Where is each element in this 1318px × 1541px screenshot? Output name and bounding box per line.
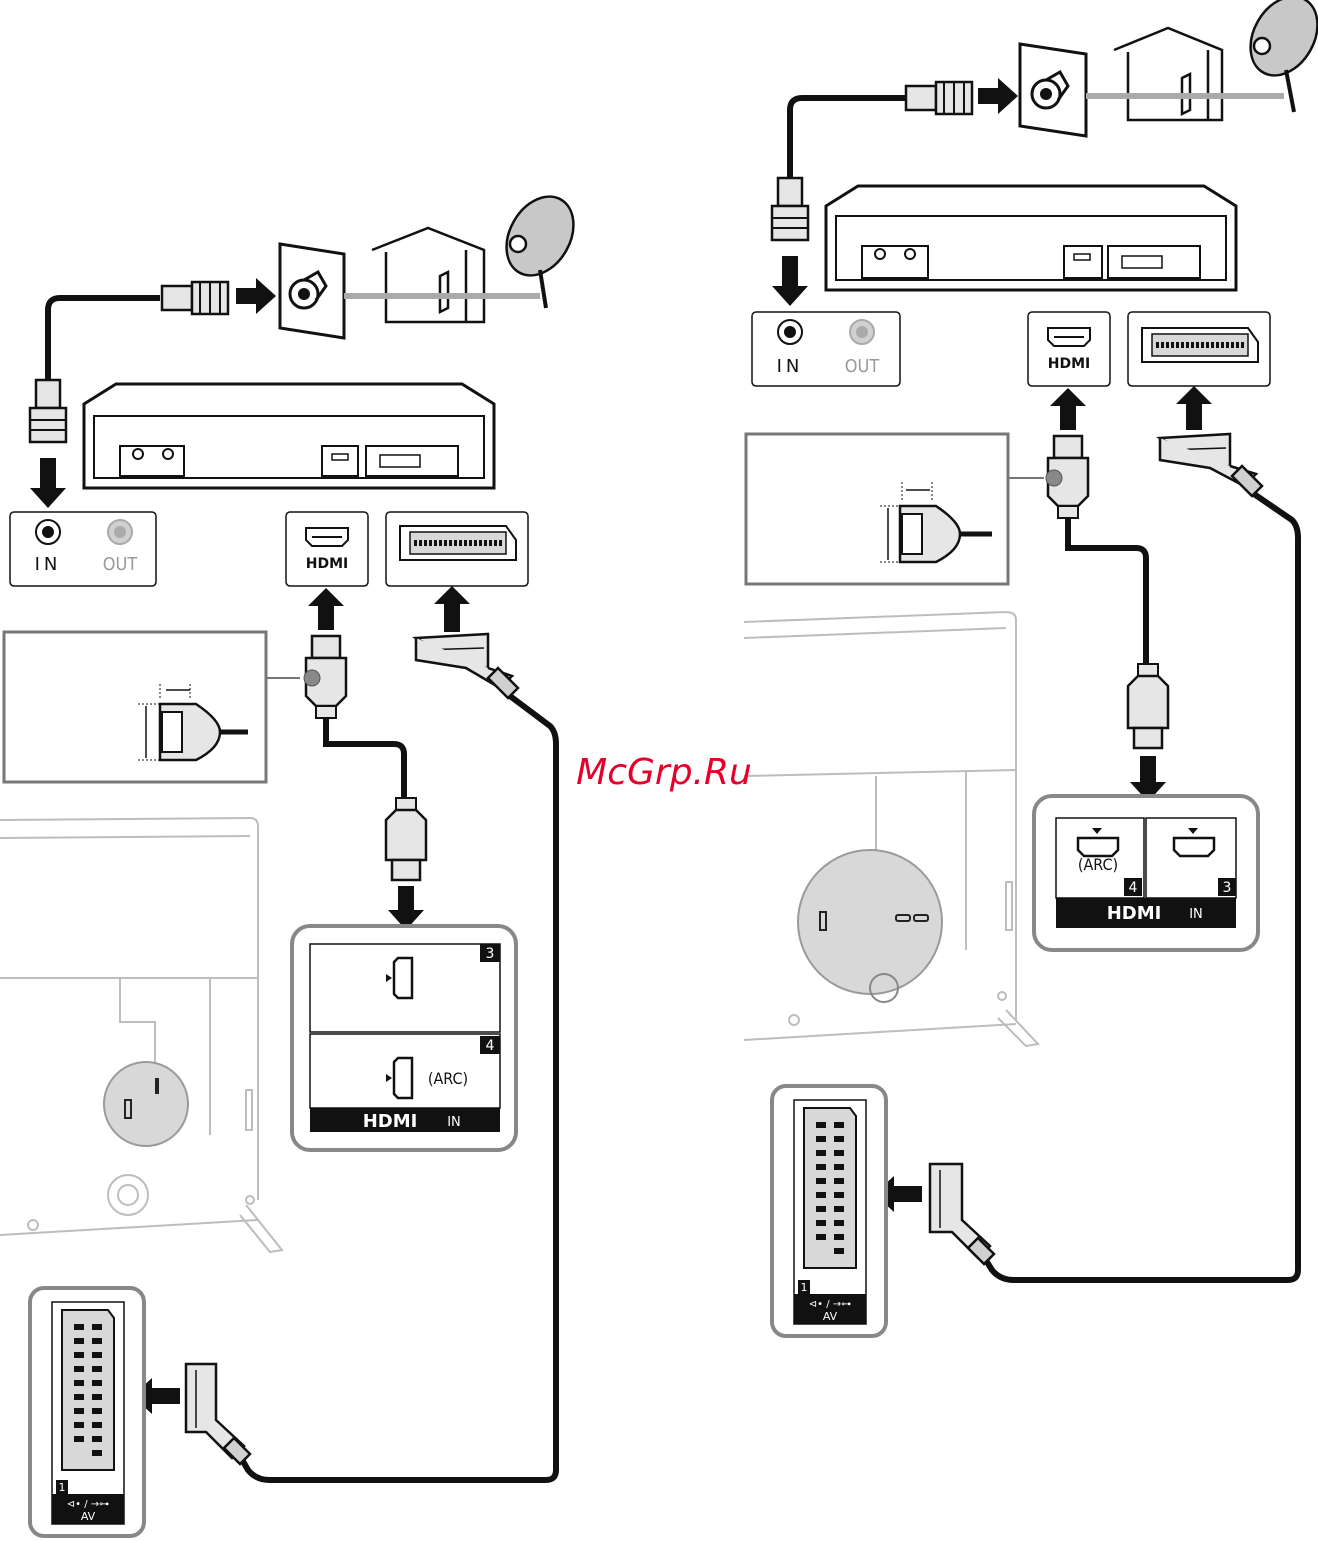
hdmi-plug-bottom-b: [1128, 664, 1168, 748]
set-top-box-b: [826, 186, 1236, 290]
watermark: McGrp.Ru: [576, 752, 752, 793]
tv-hdmi-port-3-num-a: 3: [486, 946, 495, 962]
hdmi-size-inset-b: [746, 434, 1008, 584]
box-hdmi-panel-b: HDMI: [1028, 312, 1110, 386]
coax-plug-horizontal-a: [162, 282, 228, 314]
arrow-up-scart-a: [434, 586, 470, 632]
arrow-down-b: [772, 256, 808, 306]
scart-num-b: 1: [801, 1281, 808, 1294]
coax-plug-vertical-b: [772, 178, 808, 240]
arrow-up-hdmi-b: [1050, 388, 1086, 430]
tv-scart-panel-a: 1 ⊲• / →⊶ AV: [30, 1288, 144, 1536]
tv-hdmi-port-4-num-b: 4: [1129, 880, 1138, 896]
scart-av-label-a: AV: [81, 1510, 96, 1523]
tv-hdmi-in-label-b: IN: [1189, 907, 1203, 922]
scart-icon-b: ⊲• / →⊶: [809, 1299, 851, 1310]
arrow-up-hdmi-a: [308, 588, 344, 630]
antenna-in-label-a: IN: [35, 554, 62, 575]
tv-hdmi-port-4-num-a: 4: [486, 1038, 495, 1054]
tv-hdmi-logo-b: HDMI: [1107, 903, 1162, 924]
tv-hdmi-panel-a: 3 4 (ARC) HDMI IN: [292, 926, 516, 1150]
scart-plug-bottom-a: [186, 1364, 250, 1464]
hdmi-size-inset-a: [4, 632, 266, 782]
arrow-down-hdmi-a: [388, 886, 424, 930]
coax-plug-vertical-a: [30, 380, 66, 442]
scart-num-a: 1: [59, 1481, 66, 1494]
box-scart-panel-a: [386, 512, 528, 586]
hdmi-plug-bottom-a: [386, 798, 426, 880]
arrow-down-a: [30, 458, 66, 508]
antenna-out-label-b: OUT: [845, 356, 880, 377]
scart-plug-top-a: [416, 634, 518, 698]
tv-hdmi-arc-label-a: (ARC): [428, 1069, 468, 1088]
hdmi-logo-a: HDMI: [306, 556, 348, 572]
tv-back-a: [0, 818, 282, 1252]
arrow-right-b: [978, 78, 1018, 114]
arrow-up-scart-b: [1176, 386, 1212, 430]
antenna-panel-b: IN OUT: [752, 312, 900, 386]
hdmi-logo-b: HDMI: [1048, 356, 1090, 372]
arrow-right-a: [236, 278, 276, 314]
tv-scart-panel-b: 1 ⊲• / →⊶ AV: [772, 1086, 886, 1336]
box-hdmi-panel-a: HDMI: [286, 512, 368, 586]
house-icon-a: [372, 228, 484, 322]
diagram-b: IN OUT HDMI: [744, 0, 1318, 1336]
box-scart-panel-b: [1128, 312, 1270, 386]
wall-socket-a: [280, 244, 344, 338]
antenna-panel-a: IN OUT: [10, 512, 156, 586]
scart-icon-a: ⊲• / →⊶: [67, 1499, 109, 1510]
coax-plug-horizontal-b: [906, 82, 972, 114]
house-icon-b: [1114, 28, 1222, 120]
scart-plug-bottom-b: [930, 1164, 994, 1264]
antenna-in-label-b: IN: [777, 356, 804, 377]
satellite-dish-icon-a: [493, 185, 587, 308]
tv-hdmi-logo-a: HDMI: [363, 1111, 418, 1132]
antenna-out-label-a: OUT: [103, 554, 138, 575]
tv-hdmi-panel-b: (ARC) 4 3 HDMI IN: [1034, 796, 1258, 950]
tv-hdmi-arc-label-b: (ARC): [1078, 855, 1118, 874]
diagram-a: IN OUT HDMI: [0, 185, 587, 1536]
tv-port-zoom-b: [798, 850, 942, 1002]
scart-av-label-b: AV: [823, 1310, 838, 1323]
set-top-box-a: [84, 384, 494, 488]
tv-hdmi-port-3-num-b: 3: [1223, 880, 1232, 896]
tv-hdmi-in-label-a: IN: [447, 1115, 461, 1130]
tv-port-zoom-a: [104, 1062, 188, 1146]
wall-socket-b: [1020, 44, 1086, 136]
scart-plug-top-b: [1160, 434, 1262, 496]
